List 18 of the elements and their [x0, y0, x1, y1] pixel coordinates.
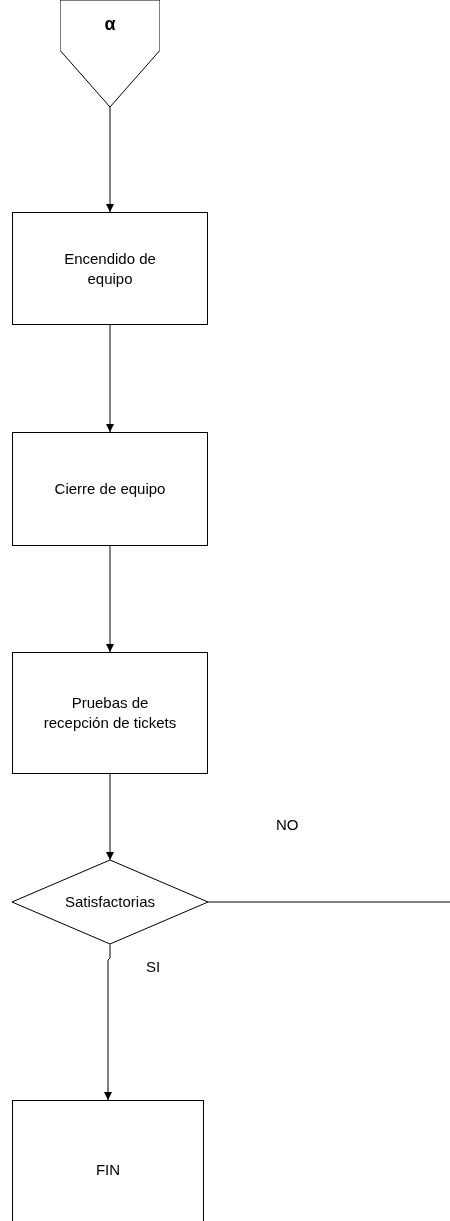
arrow — [106, 773, 114, 861]
node-label: FIN — [94, 1160, 122, 1180]
process-box — [12, 1100, 204, 1221]
arrow — [106, 106, 114, 213]
arrow — [106, 324, 114, 433]
connector-symbol: α — [103, 13, 117, 34]
process-box — [12, 432, 208, 546]
arrow — [106, 545, 114, 653]
arrow — [104, 943, 112, 1101]
connector-line — [207, 901, 450, 903]
node-label: Satisfactorias — [63, 892, 156, 912]
process-box — [12, 652, 208, 774]
node-label: Cierre de equipo — [53, 479, 167, 499]
process-box — [12, 212, 208, 325]
node-label: Encendido de equipo — [63, 248, 157, 289]
decision-diamond — [12, 860, 208, 944]
node-label: Pruebas de recepción de tickets — [42, 693, 178, 733]
off-page-connector — [60, 0, 160, 107]
